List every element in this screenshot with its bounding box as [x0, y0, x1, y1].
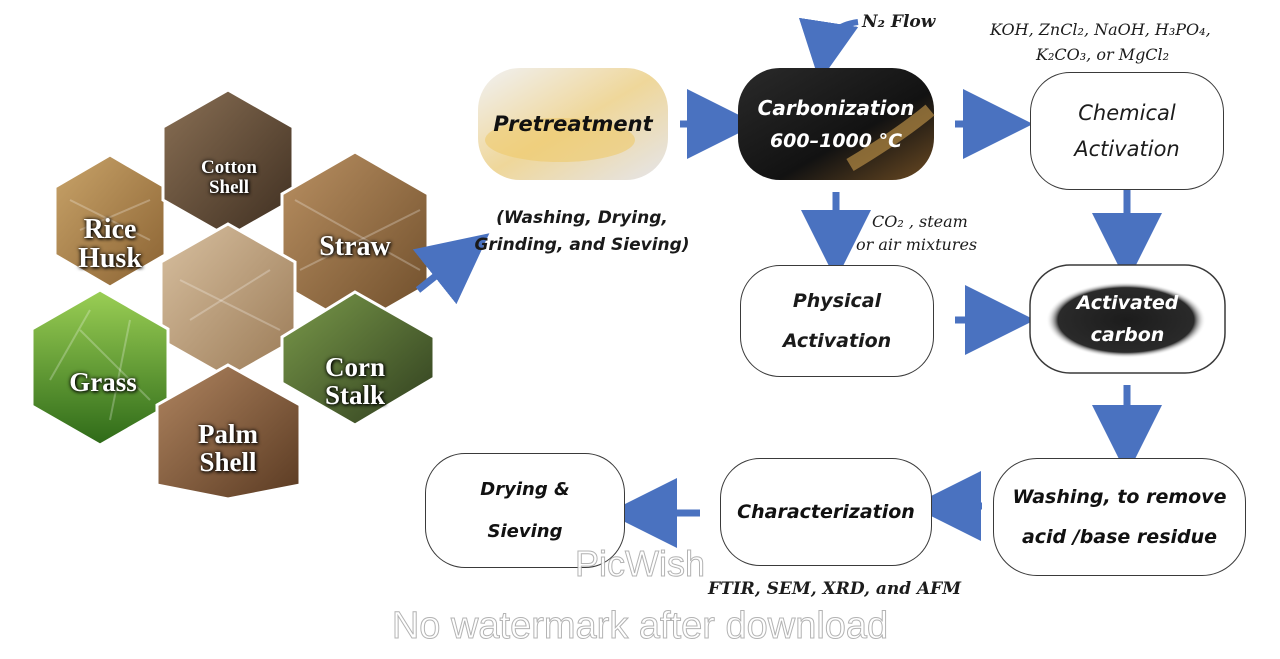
physical-agents-line2: or air mixtures	[856, 235, 978, 254]
flow-arrows	[412, 17, 1162, 548]
characterization-label: Characterization	[737, 501, 915, 523]
hex-palm-shell	[155, 363, 302, 501]
hex-center	[159, 222, 297, 380]
arrow-n2-flow	[798, 17, 859, 82]
hex-corn-stalk	[280, 290, 436, 427]
label-straw: Straw	[319, 231, 391, 262]
watermark-note: No watermark after download	[391, 605, 889, 648]
label-rice-husk: Rice Husk	[78, 214, 142, 275]
drying-sieving-label: Drying & Sieving	[480, 478, 570, 542]
physical-activation-label: Physical Activation	[782, 290, 892, 352]
characterization-node: Characterization	[720, 458, 932, 566]
pretreatment-label: Pretreatment	[493, 112, 653, 136]
pretreatment-node: Pretreatment	[478, 68, 668, 180]
chemical-agents-line1: KOH, ZnCl₂, NaOH, H₃PO₄,	[990, 20, 1211, 39]
hex-grass	[30, 288, 170, 447]
carbonization-label: Carbonization	[757, 96, 915, 120]
chemical-activation-node: Chemical Activation	[1030, 72, 1224, 190]
label-corn-stalk: Corn Stalk	[324, 352, 386, 411]
chemical-agents-line2: K₂CO₃, or MgCl₂	[1036, 45, 1170, 64]
washing-label: Washing, to remove acid /base residue	[1012, 486, 1227, 548]
carbonization-temp: 600–1000 °C	[769, 130, 903, 152]
label-cotton-shell: Cotton Shell	[201, 157, 257, 198]
characterization-methods: FTIR, SEM, XRD, and AFM	[708, 579, 962, 599]
physical-activation-node: Physical Activation	[740, 265, 934, 377]
carbonization-photo	[738, 68, 934, 180]
carbonization-node: Carbonization 600–1000 °C	[738, 68, 934, 180]
activated-carbon-node: Activated carbon	[1030, 265, 1225, 373]
chemical-activation-label: Chemical Activation	[1074, 101, 1180, 161]
label-palm-shell: Palm Shell	[198, 419, 258, 478]
drying-sieving-node: Drying & Sieving	[425, 453, 625, 568]
activated-carbon-label: Activated carbon	[1076, 292, 1179, 346]
biomass-hexagons	[30, 88, 436, 501]
label-grass: Grass	[69, 367, 137, 397]
washing-node: Washing, to remove acid /base residue	[993, 458, 1246, 576]
physical-agents-line1: CO₂ , steam	[872, 212, 968, 231]
pretreatment-note: (Washing, Drying, Grinding, and Sieving)	[474, 208, 690, 255]
n2-flow-label: N₂ Flow	[862, 12, 936, 32]
arrow-biomass-to-pretreatment	[412, 233, 490, 305]
watermark-brand: PicWish	[574, 543, 705, 585]
